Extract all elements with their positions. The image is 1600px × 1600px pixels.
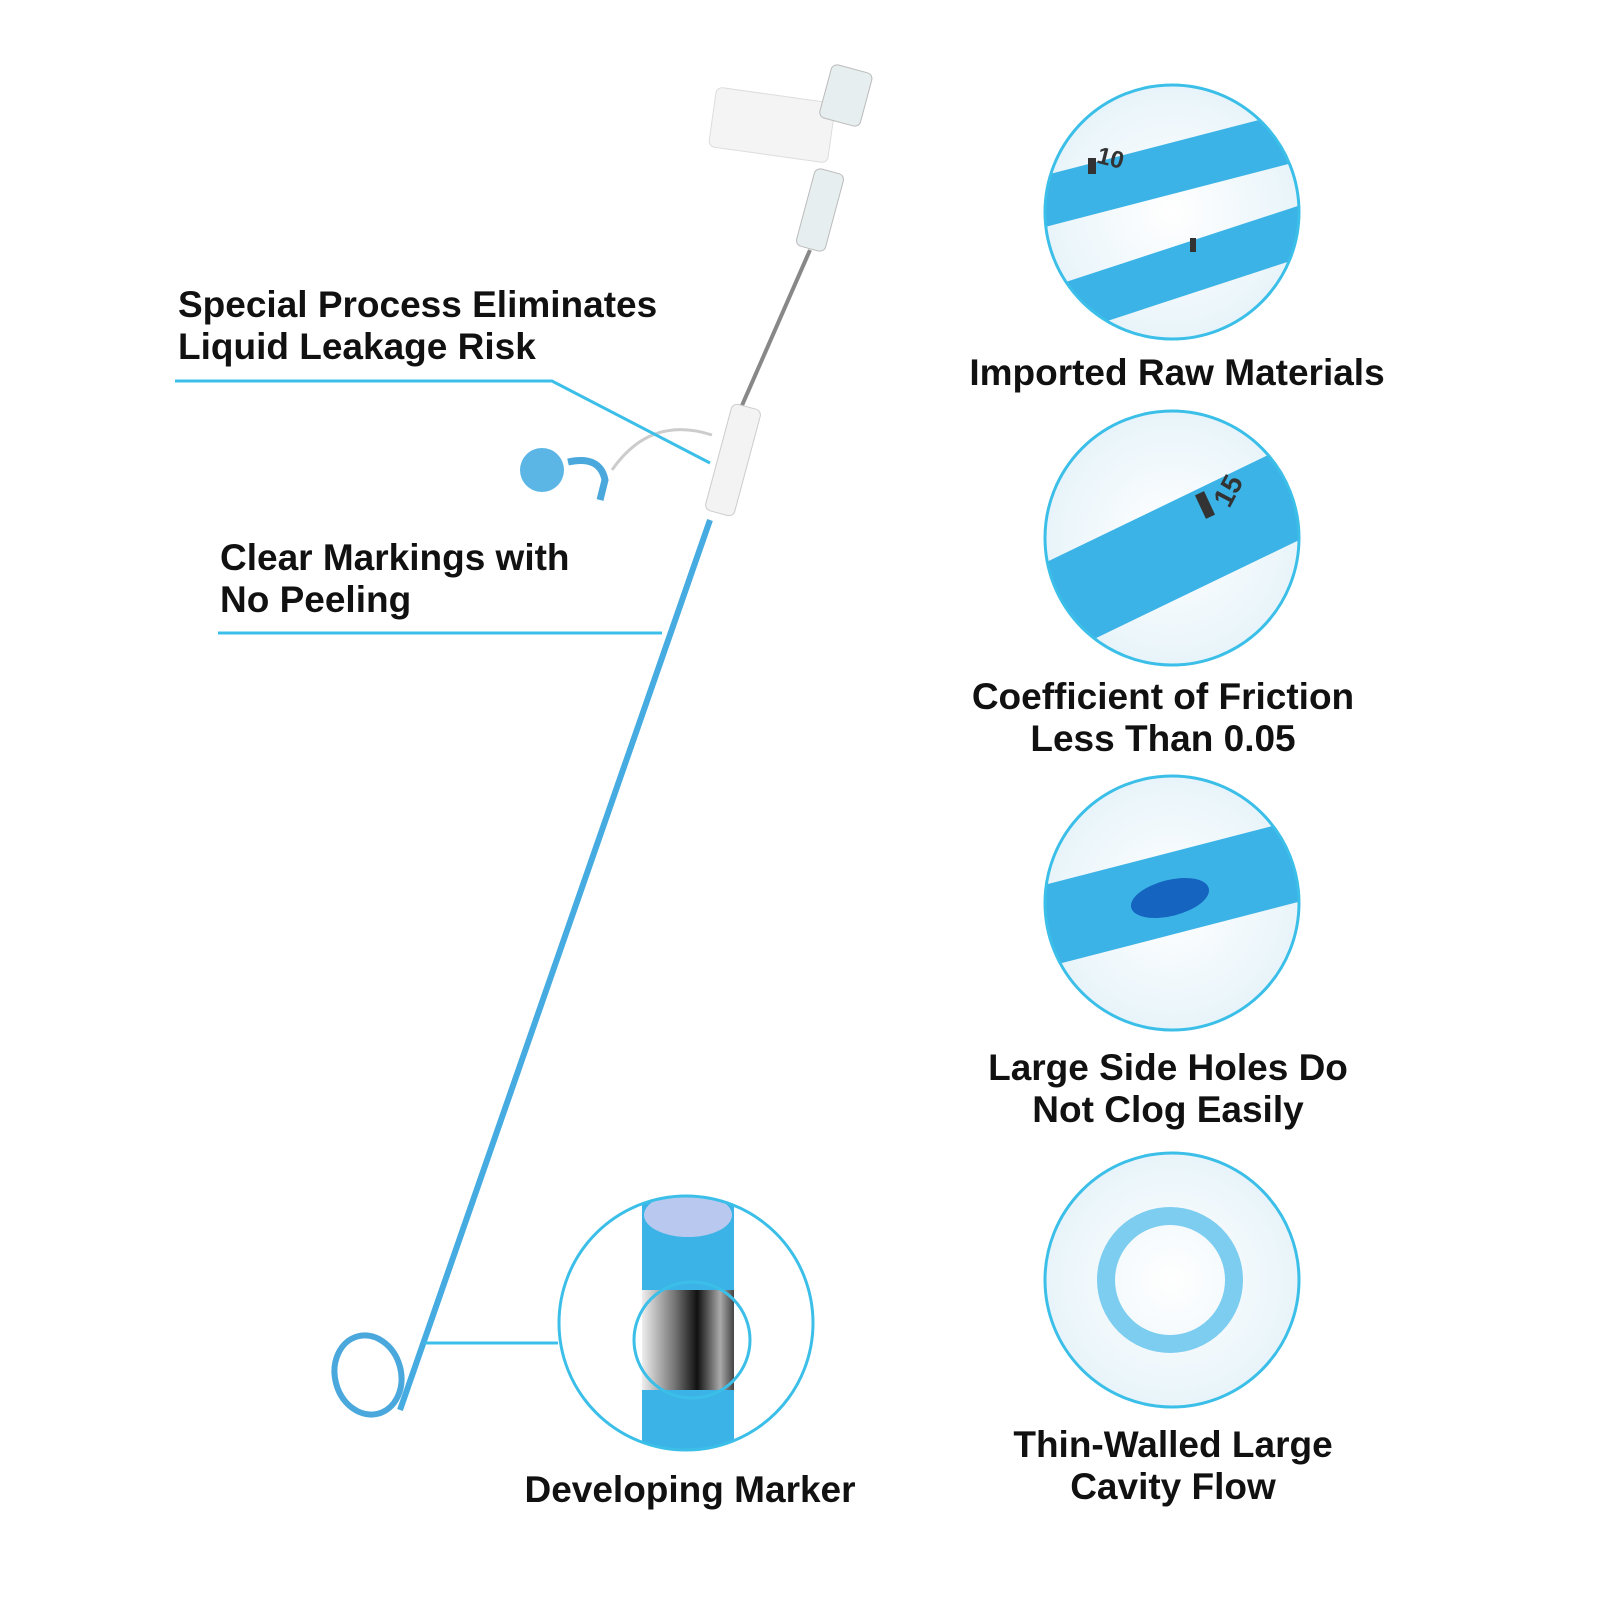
label-line: Coefficient of Friction	[971, 676, 1355, 717]
leakage-callout-line	[175, 379, 711, 465]
label-line: Imported Raw Materials	[969, 352, 1385, 393]
marker-label: Developing Marker	[524, 1469, 856, 1510]
feature-label-side-holes: Large Side Holes Do Not Clog Easily	[988, 1047, 1348, 1131]
label-line: Large Side Holes Do	[988, 1047, 1348, 1088]
feature-image-raw-materials	[1043, 83, 1301, 341]
label-line: Clear Markings with	[220, 537, 570, 578]
label-line: Not Clog Easily	[1032, 1089, 1304, 1130]
feature-label-thin-wall: Thin-Walled Large Cavity Flow	[1013, 1424, 1332, 1508]
label-line: Liquid Leakage Risk	[178, 326, 536, 367]
feature-label-friction: Coefficient of Friction Less Than 0.05	[972, 676, 1354, 760]
feature-label-raw-materials: Imported Raw Materials	[969, 352, 1384, 394]
label-line: Cavity Flow	[1070, 1466, 1276, 1507]
label-line: Thin-Walled Large	[1013, 1424, 1333, 1465]
feature-image-thin-wall	[1043, 1151, 1301, 1409]
feature-image-side-holes	[1043, 774, 1301, 1032]
feature-image-friction	[1043, 409, 1301, 667]
label-line: Less Than 0.05	[1030, 718, 1296, 759]
label-line: No Peeling	[220, 579, 412, 620]
feature-image-developing-marker	[557, 1194, 815, 1452]
leakage-callout-label: Special Process Eliminates Liquid Leakag…	[178, 284, 657, 368]
label-line: Special Process Eliminates	[178, 284, 658, 325]
markings-callout-label: Clear Markings with No Peeling	[220, 537, 570, 621]
catheter-drawing	[331, 64, 873, 1418]
